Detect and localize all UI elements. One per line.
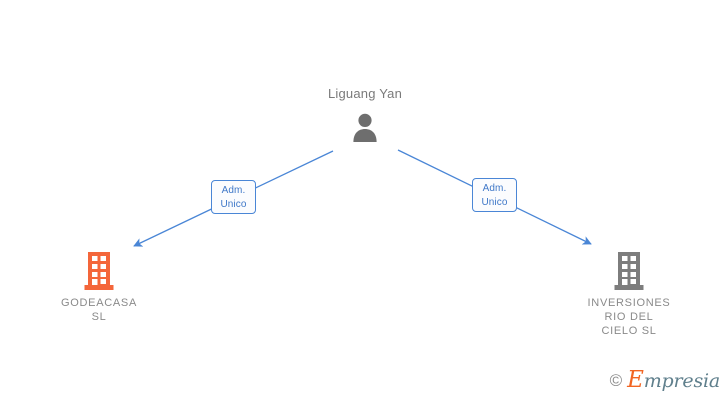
person-silhouette-icon	[353, 113, 377, 142]
copyright-icon: ©	[609, 371, 623, 390]
company-name-label: INVERSIONES RIO DEL CIELO SL	[587, 297, 671, 337]
brand-rest: mpresia	[643, 370, 720, 392]
role-badge-line-1: Adm.	[482, 183, 507, 194]
brand-initial: E	[627, 367, 644, 393]
person-node-liguang-yan[interactable]: Liguang Yan	[285, 86, 445, 142]
company-node-inversiones-rio-del-cielo[interactable]: INVERSIONES RIO DEL CIELO SL	[554, 252, 704, 338]
person-name-label: Liguang Yan	[327, 86, 402, 101]
role-badge-line-2: Unico	[481, 197, 508, 208]
edge-role-badge-inversiones[interactable]: Adm. Unico	[472, 178, 517, 212]
company-name-label: GODEACASA SL	[61, 297, 137, 323]
brand-logo-empresia: Empresia	[627, 369, 720, 392]
building-icon	[84, 252, 114, 290]
company-node-godeacasa[interactable]: GODEACASA SL	[24, 252, 174, 324]
role-badge-line-2: Unico	[220, 199, 247, 210]
building-icon	[614, 252, 644, 290]
edge-role-badge-godeacasa[interactable]: Adm. Unico	[211, 180, 256, 214]
watermark: © Empresia	[609, 369, 721, 392]
role-badge-line-1: Adm.	[221, 185, 246, 196]
